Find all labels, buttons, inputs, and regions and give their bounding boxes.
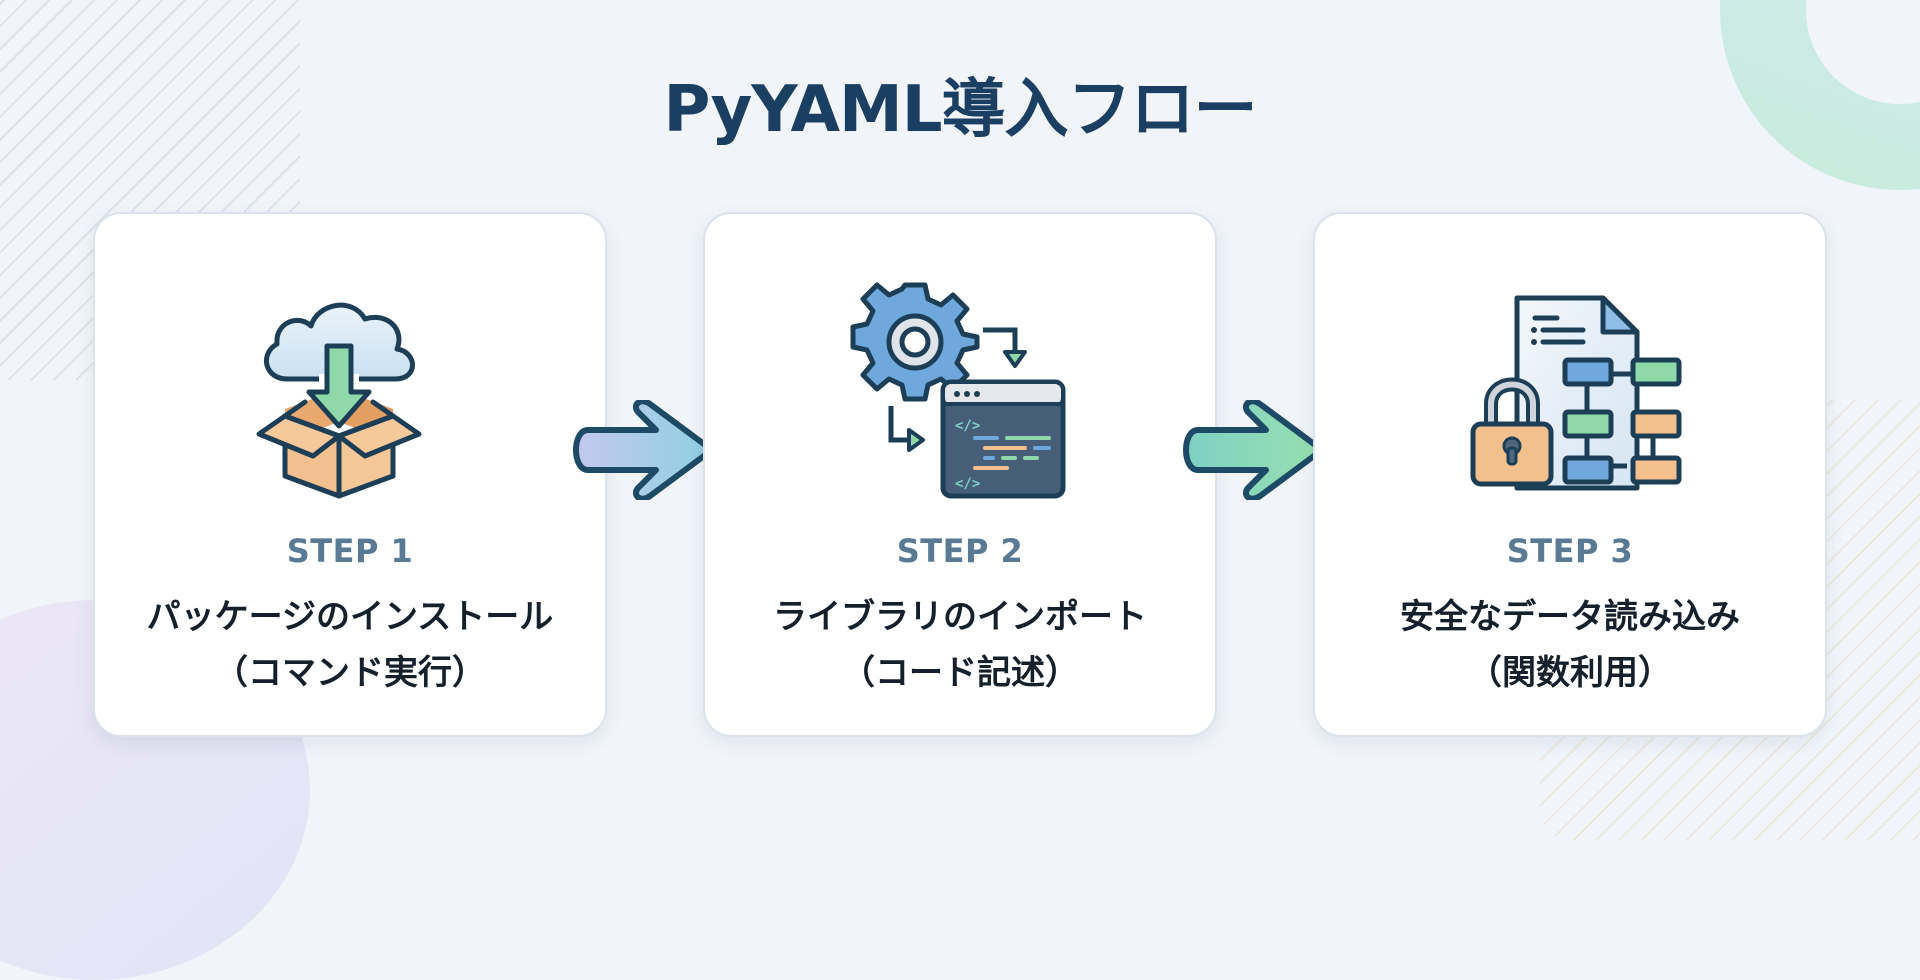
gear-code-window-icon: </> </> bbox=[850, 282, 1066, 499]
step-title: ライブラリのインポート bbox=[773, 597, 1147, 637]
step-description: 安全なデータ読み込み （関数利用） bbox=[1315, 589, 1825, 701]
step-card-1: STEP 1 パッケージのインストール （コマンド実行） bbox=[93, 212, 607, 737]
locked-document-structure-icon bbox=[1470, 295, 1682, 491]
step-description: ライブラリのインポート （コード記述） bbox=[705, 589, 1215, 701]
background-ring-decoration bbox=[1720, 0, 1920, 190]
arrow-right-icon bbox=[1183, 400, 1325, 500]
step-title: 安全なデータ読み込み bbox=[1400, 597, 1740, 637]
step-card-3: STEP 3 安全なデータ読み込み （関数利用） bbox=[1313, 212, 1827, 737]
step-title: パッケージのインストール bbox=[146, 597, 554, 637]
step-description: パッケージのインストール （コマンド実行） bbox=[95, 589, 605, 701]
page-title: PyYAML導入フロー bbox=[663, 73, 1257, 147]
step-label: STEP 1 bbox=[286, 532, 414, 570]
step-subtitle: （関数利用） bbox=[1468, 653, 1672, 693]
step-label: STEP 3 bbox=[1506, 532, 1634, 570]
step-label: STEP 2 bbox=[896, 532, 1024, 570]
step-subtitle: （コマンド実行） bbox=[214, 653, 486, 693]
cloud-download-box-icon bbox=[256, 302, 422, 499]
svg-text:</>: </> bbox=[955, 476, 980, 492]
arrow-right-icon bbox=[573, 400, 715, 500]
step-card-2: </> </> STEP 2 ライブラリのインポート （コード記述） bbox=[703, 212, 1217, 737]
svg-text:</>: </> bbox=[955, 418, 980, 434]
step-subtitle: （コード記述） bbox=[841, 653, 1079, 693]
